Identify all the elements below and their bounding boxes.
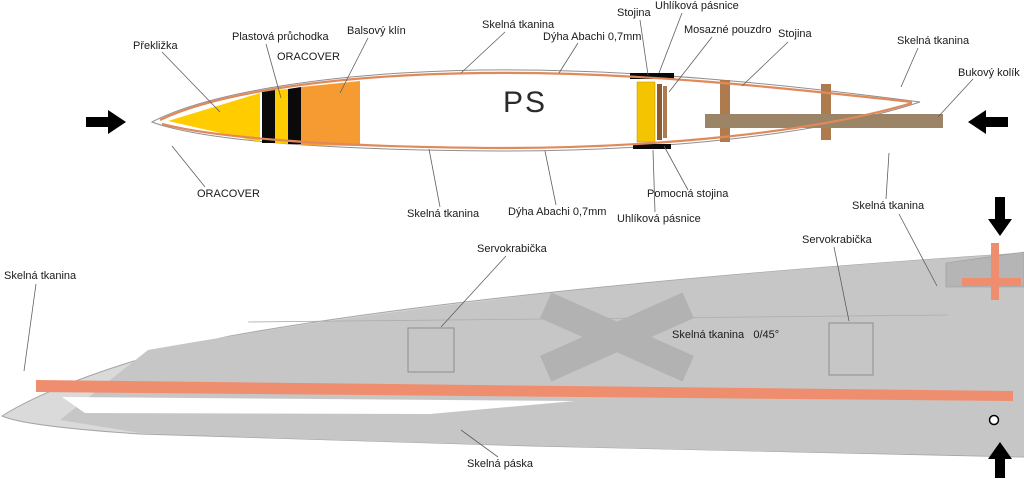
servo-box-left: [407, 327, 455, 373]
grommet-gap-strip: [275, 89, 288, 144]
label-uhlikova-pasnice-bottom: Uhlíková pásnice: [617, 213, 701, 225]
label-servokrabicka-right: Servokrabička: [802, 234, 872, 246]
arrow-left-icon: [968, 110, 1008, 134]
label-stojina-top: Stojina: [617, 7, 651, 19]
leader-preklizka: [161, 51, 221, 113]
leader-skelna-tkanina-wingtip: [23, 283, 37, 372]
label-uhlikova-pasnice-top: Uhlíková pásnice: [655, 0, 739, 12]
leader-servokrabicka-left: [440, 255, 507, 328]
label-skelna-tkanina-wingtip: Skelná tkanina: [4, 270, 77, 282]
label-oracover-bottom: ORACOVER: [197, 188, 260, 200]
leader-pomocna-stojina: [663, 145, 689, 191]
label-oracover-top: ORACOVER: [277, 51, 340, 63]
label-skelna-tkanina-bottom: Skelná tkanina: [407, 208, 480, 220]
grommet-stripe-1: [262, 90, 275, 143]
leader-dyha-abachi-bottom: [544, 150, 557, 206]
brass-bushing-2: [663, 86, 667, 138]
label-dyha-abachi-bottom: Dýha Abachi 0,7mm: [508, 206, 607, 218]
rear-web-1: [720, 80, 730, 142]
leader-uhlikova-pasnice-bottom: [652, 149, 656, 213]
wing-inner-panel: [60, 253, 1024, 456]
label-dyha-abachi-top: Dýha Abachi 0,7mm: [543, 31, 642, 43]
covering-line-upper: [159, 71, 913, 121]
label-skelna-tkanina-bottomright: Skelná tkanina: [852, 200, 925, 212]
joiner-vertical-strip: [991, 243, 999, 300]
leader-uhlikova-pasnice-top: [658, 12, 683, 74]
leader-skelna-tkanina-br-down: [898, 213, 938, 287]
main-spar-strip: [36, 380, 1013, 401]
servo-box-right: [828, 322, 874, 376]
airfoil-section: [150, 69, 943, 152]
carbon-flange-top: [630, 73, 674, 79]
leader-stojina-top: [639, 19, 649, 76]
joiner-horizontal-strip: [962, 278, 1021, 286]
pin-hole: [988, 414, 1000, 426]
covering-line-lower: [161, 101, 913, 150]
leader-balsovy-klin: [339, 37, 369, 94]
leader-skelna-tkanina-bottom: [428, 148, 441, 208]
leader-mosazne-pouzdro: [668, 36, 713, 93]
leader-servokrabicka-right: [833, 246, 850, 322]
leader-lines: [23, 12, 974, 458]
label-balsovy-klin: Balsový klín: [347, 25, 406, 37]
wing-planform: [0, 243, 1024, 458]
fiberglass-x-reinforcement: [540, 292, 694, 382]
leader-plastova-pruchodka: [265, 43, 282, 99]
white-wedge-under-spar: [62, 397, 575, 414]
label-pomocna-stojina: Pomocná stojina: [647, 188, 729, 200]
leader-skelna-tkanina-top: [460, 31, 506, 74]
label-core-ps: PS: [503, 86, 548, 119]
leader-dyha-abachi-top: [558, 42, 579, 74]
label-skelna-tkanina-top: Skelná tkanina: [482, 19, 555, 31]
arrow-down-icon: [988, 197, 1012, 236]
label-preklizka: Překližka: [133, 40, 178, 52]
beech-dowel: [705, 114, 943, 128]
arrow-up-icon: [988, 442, 1012, 478]
label-skelna-paska: Skelná páska: [467, 458, 534, 470]
label-mosazne-pouzdro: Mosazné pouzdro: [684, 24, 772, 36]
spar-web: [636, 81, 656, 143]
balsa-wedge-block: [301, 81, 360, 146]
leader-stojina-right: [741, 41, 789, 87]
leader-skelna-paska: [460, 429, 499, 458]
grommet-stripe-2: [288, 87, 301, 144]
label-bukovy-kolik: Bukový kolík: [958, 67, 1020, 79]
label-skelna-tkanina-topright: Skelná tkanina: [897, 35, 970, 47]
arrow-right-icon: [86, 110, 126, 134]
leader-oracover-bottom: [171, 145, 206, 188]
leader-bukovy-kolik: [937, 78, 974, 118]
leader-skelna-tkanina-topright: [900, 47, 919, 88]
flow-arrows: [86, 110, 1012, 478]
label-skelna-tkanina-045: Skelná tkanina 0/45°: [672, 329, 780, 341]
rear-web-2: [821, 84, 831, 140]
plywood-wedge: [168, 93, 260, 142]
leader-skelna-tkanina-br-up: [885, 152, 890, 200]
label-servokrabicka-left: Servokrabička: [477, 243, 547, 255]
brass-bushing: [657, 84, 662, 140]
carbon-flange-bottom: [633, 144, 671, 149]
label-stojina-right: Stojina: [778, 28, 812, 40]
label-plastova-pruchodka: Plastová průchodka: [232, 31, 329, 43]
